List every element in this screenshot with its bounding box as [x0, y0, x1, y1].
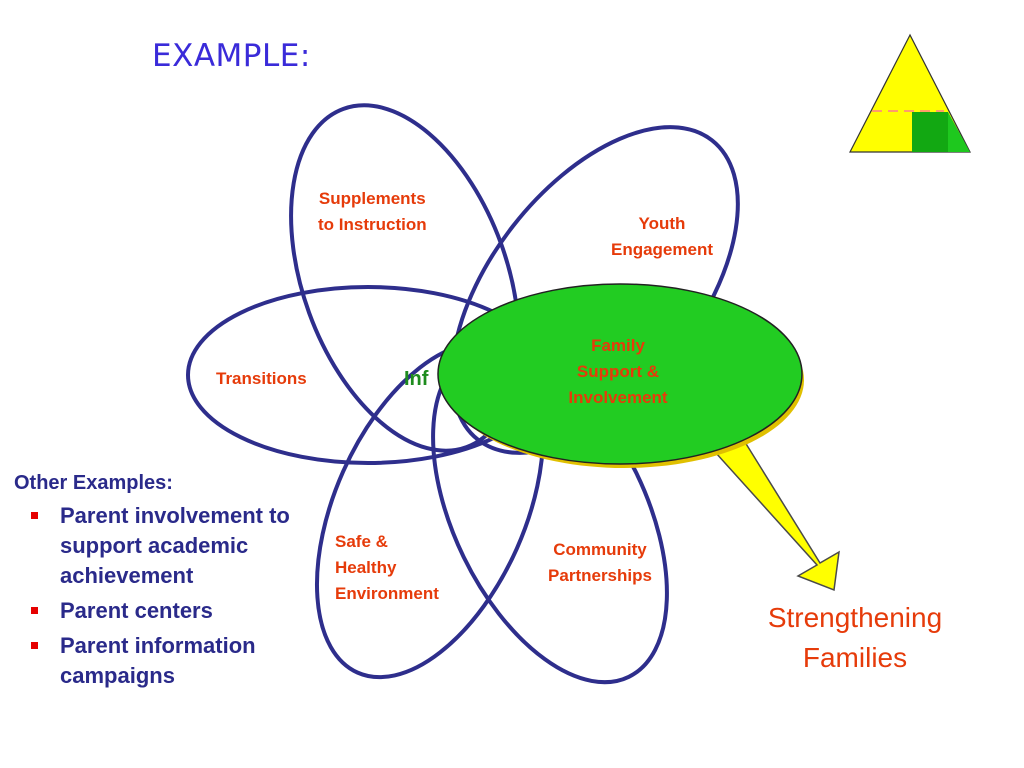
outcome-label: Strengthening Families: [730, 598, 980, 678]
label-youth: Youth Engagement: [595, 211, 729, 263]
label-safe-line1: Safe &: [335, 532, 388, 551]
focus-petal-family: [437, 283, 803, 465]
pyramid-icon: [849, 33, 971, 153]
list-item: Parent involvement to support academic a…: [14, 501, 314, 591]
square-bullet-icon: [31, 642, 38, 649]
other-examples: Other Examples: Parent involvement to su…: [14, 472, 314, 696]
label-family-line3: Involvement: [568, 388, 668, 407]
square-bullet-icon: [31, 607, 38, 614]
label-transitions: Transitions: [216, 369, 307, 388]
label-supplements: Supplements to Instruction: [318, 186, 427, 238]
list-item: Parent centers: [14, 596, 314, 626]
label-safe-line3: Environment: [335, 584, 439, 603]
outcome-arrow: [704, 424, 840, 592]
list-item-text: Parent information campaigns: [60, 633, 256, 688]
label-supplements-line1: Supplements: [318, 189, 426, 208]
label-community-line2: Partnerships: [548, 566, 652, 585]
label-community: Community Partnerships: [530, 537, 670, 589]
list-item: Parent information campaigns: [14, 631, 314, 691]
label-family: Family Support & Involvement: [548, 333, 688, 411]
slide-title: EXAMPLE:: [152, 38, 311, 74]
label-youth-line1: Youth: [638, 214, 686, 233]
label-safe: Safe & Healthy Environment: [335, 529, 439, 607]
label-community-line1: Community: [553, 540, 647, 559]
examples-list: Parent involvement to support academic a…: [14, 501, 314, 691]
other-examples-heading: Other Examples:: [14, 472, 173, 494]
square-bullet-icon: [31, 512, 38, 519]
list-item-text: Parent centers: [60, 598, 213, 623]
label-youth-line2: Engagement: [610, 240, 714, 259]
outcome-line1: Strengthening: [767, 602, 943, 633]
list-item-text: Parent involvement to support academic a…: [60, 503, 290, 588]
label-family-line1: Family: [591, 336, 645, 355]
label-safe-line2: Healthy: [335, 558, 397, 577]
label-supplements-line2: to Instruction: [318, 215, 427, 234]
outcome-line2: Families: [802, 642, 908, 673]
label-family-line2: Support &: [576, 362, 660, 381]
label-partial-word: Inf: [404, 368, 429, 390]
